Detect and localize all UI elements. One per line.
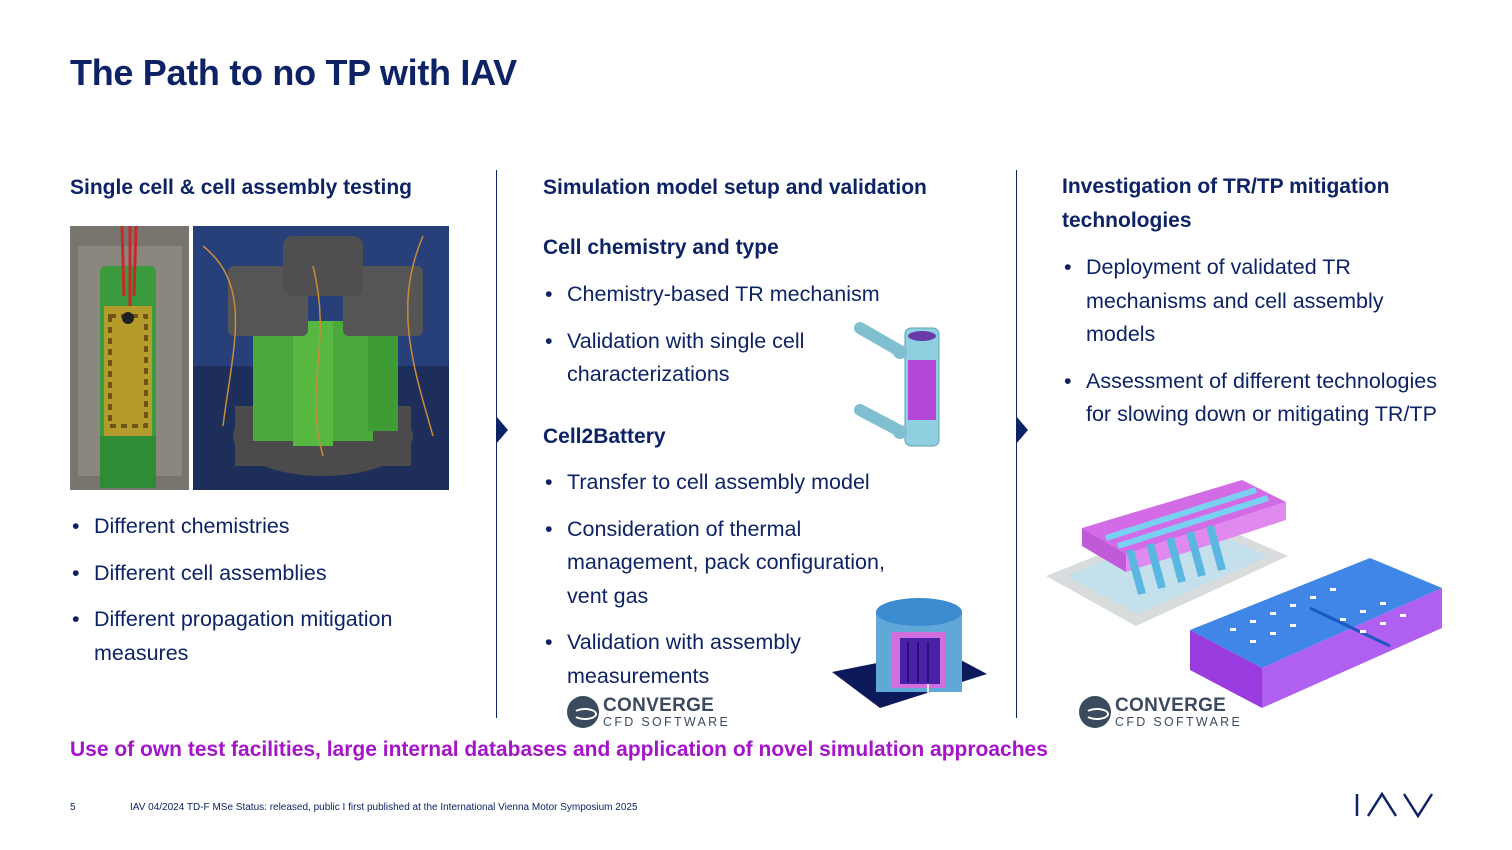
cell-assembly-model-render (832, 592, 987, 710)
single-cell-model-render (850, 320, 945, 448)
battery-pack-model-render (1190, 558, 1442, 710)
column-divider (1016, 170, 1017, 718)
list-item: Chemistry-based TR mechanism (543, 278, 913, 312)
column-divider (496, 170, 497, 718)
section-heading-cell2battery: Cell2Battery (543, 425, 666, 448)
conclusion-text: Use of own test facilities, large intern… (70, 738, 1048, 761)
list-item: Assessment of different technologies for… (1062, 365, 1442, 432)
cooling-plate-model-render (1046, 476, 1288, 628)
slide-title: The Path to no TP with IAV (70, 52, 517, 93)
converge-globe-icon (1079, 696, 1111, 729)
converge-logo: CONVERGE CFD SOFTWARE (1079, 696, 1242, 729)
converge-logo-name: CONVERGE (603, 695, 715, 716)
cell-chemistry-bullet-list: Chemistry-based TR mechanism Validation … (543, 278, 913, 405)
column-heading-mitigation: Investigation of TR/TP mitigation techno… (1062, 175, 1390, 232)
page-number: 5 (70, 802, 76, 813)
list-item: Transfer to cell assembly model (543, 466, 923, 500)
column-heading-simulation: Simulation model setup and validation (543, 176, 927, 199)
iav-logo-icon (1354, 791, 1442, 823)
mitigation-bullet-list: Deployment of validated TR mechanisms an… (1062, 251, 1442, 445)
column-heading-testing: Single cell & cell assembly testing (70, 176, 412, 199)
list-item: Validation with single cell characteriza… (543, 325, 833, 392)
list-item: Validation with assembly measurements (543, 626, 833, 693)
cell2battery-bullet-list: Transfer to cell assembly model Consider… (543, 466, 923, 706)
converge-logo-name: CONVERGE (1115, 695, 1227, 716)
chevron-right-icon (1016, 416, 1028, 444)
list-item: Different cell assemblies (70, 557, 450, 591)
list-item: Different chemistries (70, 510, 450, 544)
footer-text: IAV 04/2024 TD-F MSe Status: released, p… (130, 802, 638, 813)
chevron-right-icon (496, 416, 508, 444)
single-cell-photo (70, 226, 189, 490)
converge-globe-icon (567, 696, 599, 729)
testing-bullet-list: Different chemistries Different cell ass… (70, 510, 450, 683)
list-item: Deployment of validated TR mechanisms an… (1062, 251, 1402, 352)
list-item: Different propagation mitigation measure… (70, 603, 450, 670)
converge-logo: CONVERGE CFD SOFTWARE (567, 696, 730, 729)
converge-logo-tagline: CFD SOFTWARE (603, 715, 731, 729)
converge-logo-tagline: CFD SOFTWARE (1115, 715, 1243, 729)
cell-assembly-photo (193, 226, 449, 490)
list-item: Consideration of thermal management, pac… (543, 513, 923, 614)
section-heading-cell-chemistry: Cell chemistry and type (543, 236, 779, 259)
